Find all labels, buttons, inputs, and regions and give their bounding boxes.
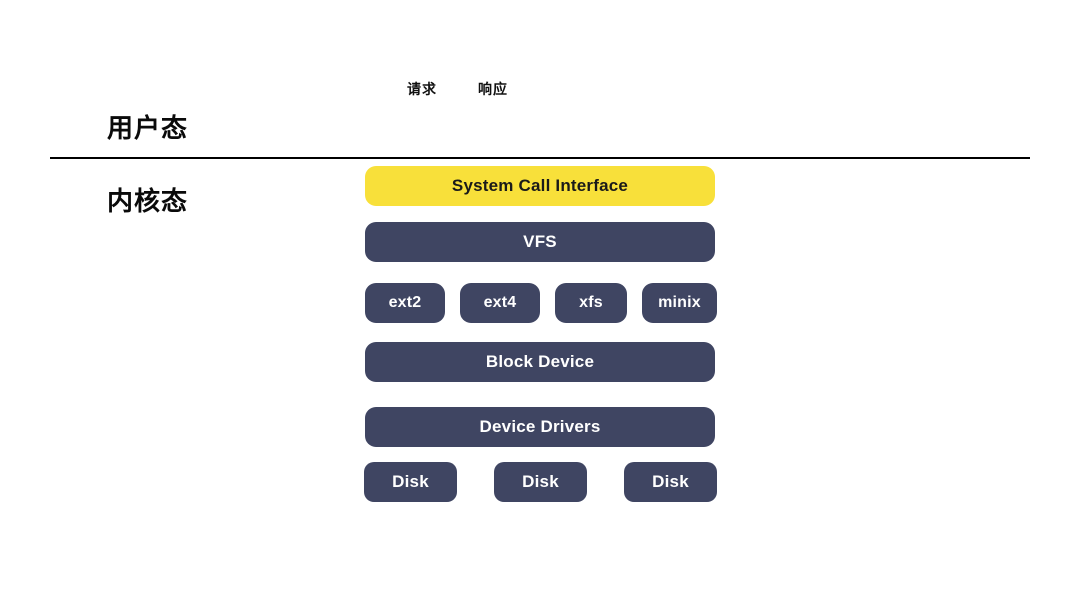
kernel-mode-label: 内核态 (107, 186, 189, 216)
filesystem-box-xfs: xfs (555, 283, 627, 323)
request-label: 请求 (407, 81, 437, 97)
filesystem-box-ext2: ext2 (365, 283, 445, 323)
disk-box: Disk (624, 462, 717, 502)
disk-box: Disk (494, 462, 587, 502)
system-call-interface-box: System Call Interface (365, 166, 715, 206)
response-label: 响应 (478, 81, 508, 97)
user-kernel-divider (50, 157, 1030, 159)
device-drivers-box: Device Drivers (365, 407, 715, 447)
block-device-box: Block Device (365, 342, 715, 382)
filesystem-box-ext4: ext4 (460, 283, 540, 323)
filesystem-box-minix: minix (642, 283, 717, 323)
filesystem-row: ext2 ext4 xfs minix (365, 283, 717, 323)
disk-row: Disk Disk Disk (364, 462, 717, 502)
vfs-box: VFS (365, 222, 715, 262)
user-mode-label: 用户态 (107, 113, 189, 143)
disk-box: Disk (364, 462, 457, 502)
